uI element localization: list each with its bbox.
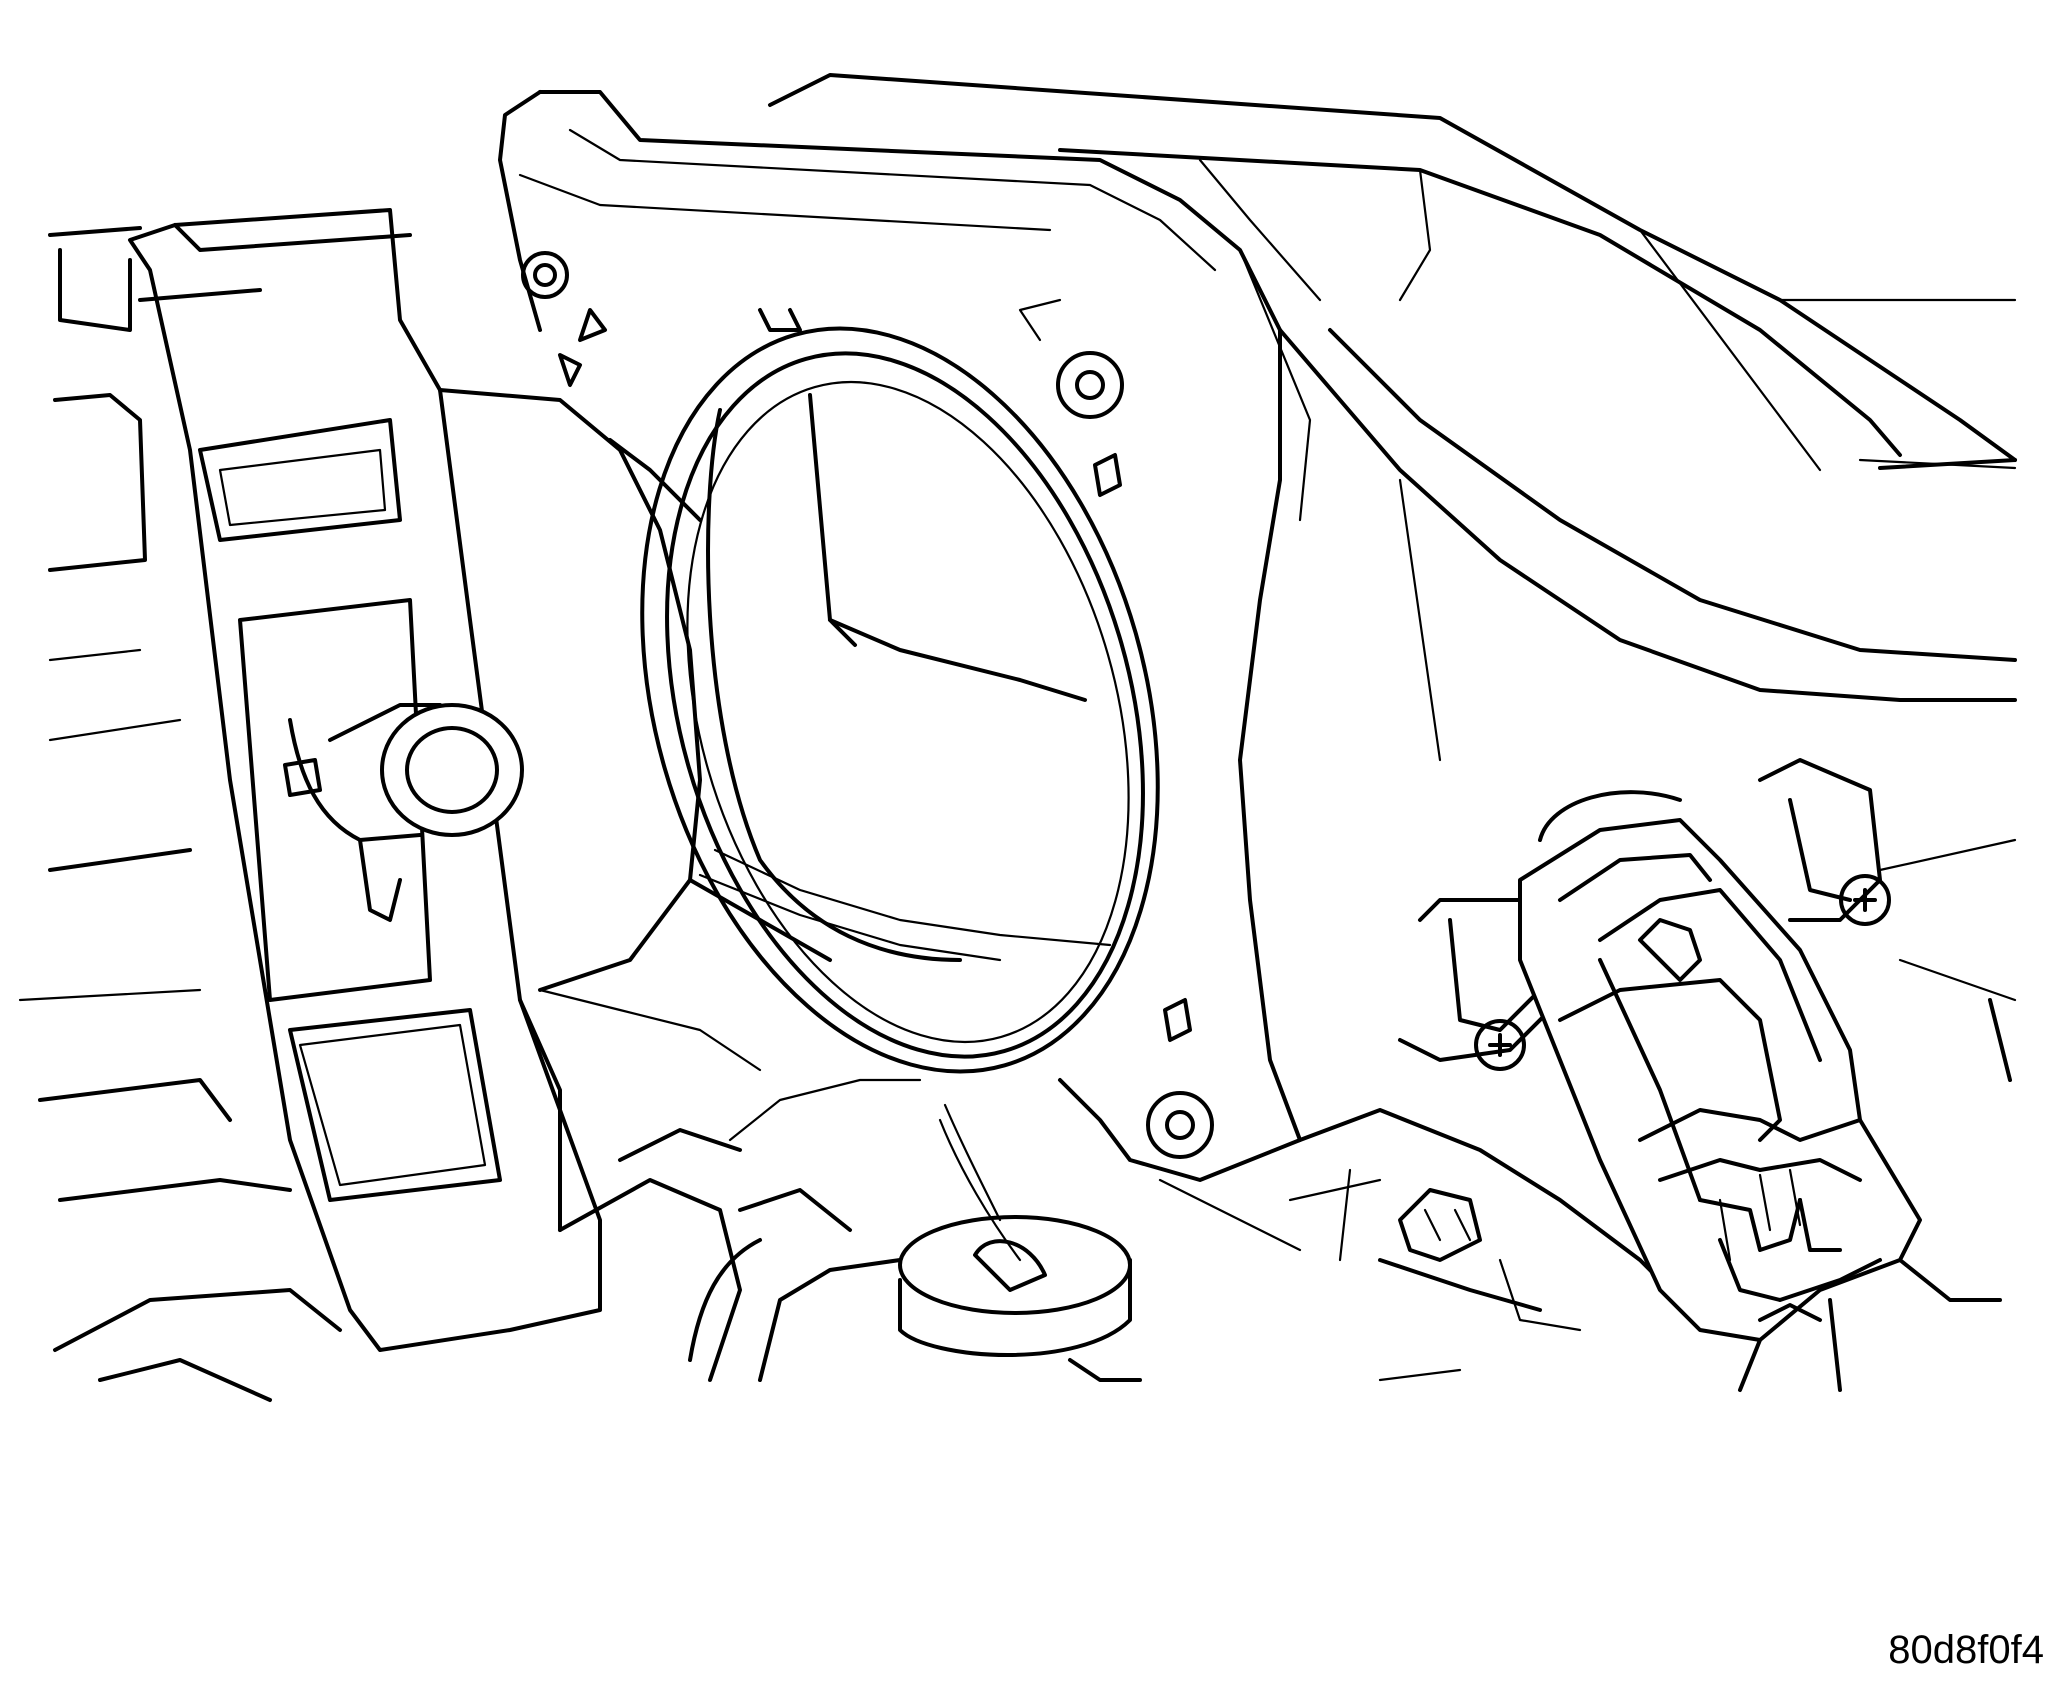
lower-hose-harness (558, 1078, 1302, 1382)
intake-housing (768, 73, 2017, 762)
throttle-position-sensor-connector (1518, 818, 2002, 1392)
throttle-body-flange (498, 90, 1312, 1182)
throttle-lever-housing (438, 388, 832, 1072)
throttle-bore (640, 308, 1160, 1074)
mounting-bracket (128, 208, 602, 1352)
engine-background-left (18, 226, 342, 1402)
figure-code-label: 80d8f0f4 (1888, 1628, 2044, 1672)
